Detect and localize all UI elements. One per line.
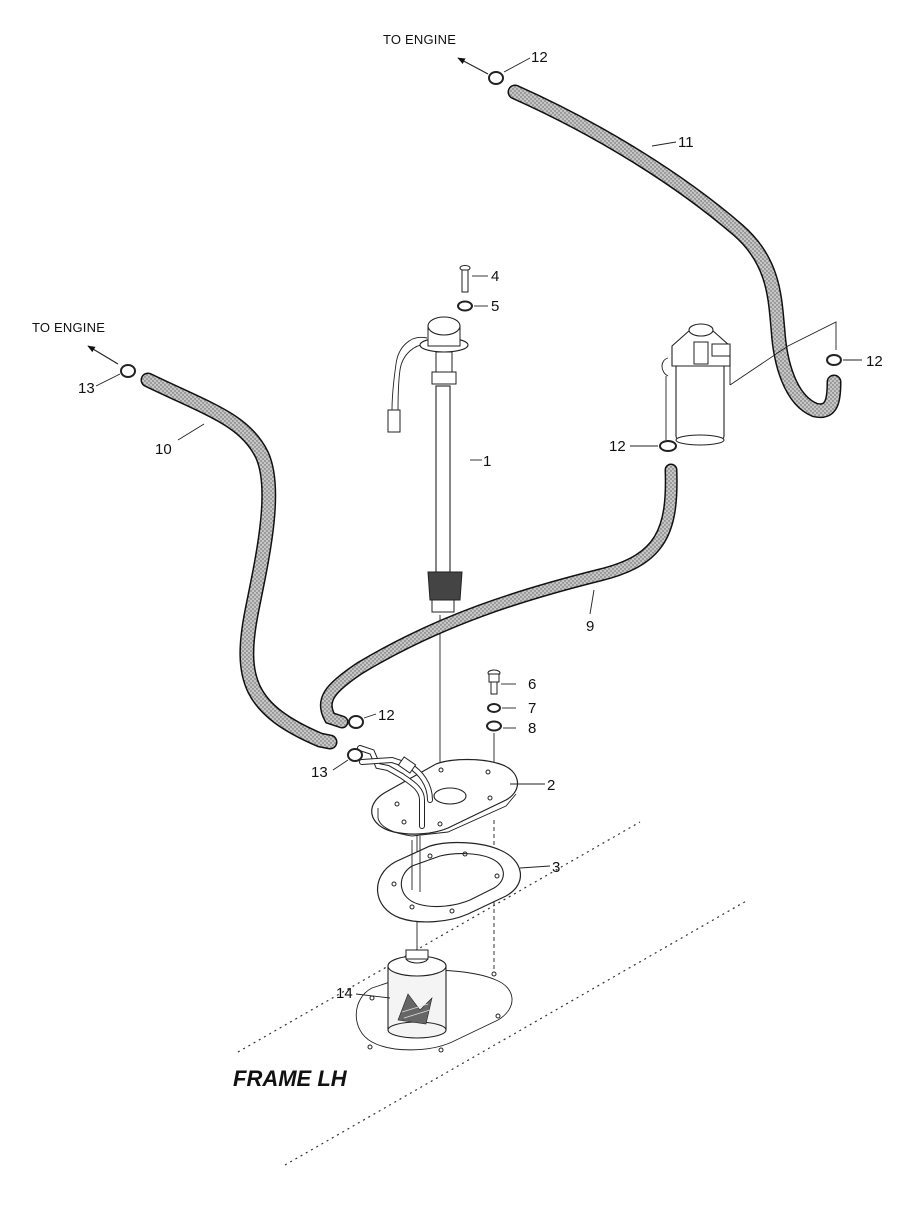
- callout-7: 7: [528, 700, 536, 717]
- fuel-strainer-part-14: [387, 949, 447, 1039]
- callout-12-top: 12: [531, 49, 548, 66]
- callout-1: 1: [483, 453, 491, 470]
- flange-plate-part-2: [357, 745, 518, 837]
- to-engine-label-top: TO ENGINE: [383, 32, 456, 47]
- callout-5: 5: [491, 298, 499, 315]
- to-engine-arrow-top: [457, 57, 489, 75]
- callout-9: 9: [586, 618, 594, 635]
- callout-12-right: 12: [866, 353, 883, 370]
- callout-12-mid: 12: [609, 438, 626, 455]
- hose-part-9: [319, 463, 678, 729]
- washer-part-5: [457, 300, 473, 312]
- frame-rail-lines: [237, 821, 749, 1166]
- leader-lines: [95, 57, 862, 999]
- frame-title: FRAME LH: [233, 1066, 348, 1091]
- bolt-part-6: [487, 669, 501, 695]
- callout-12-low: 12: [378, 707, 395, 724]
- callout-8: 8: [528, 720, 536, 737]
- screw-part-4: [459, 265, 471, 293]
- to-engine-label-left: TO ENGINE: [32, 320, 105, 335]
- hose-part-10: [140, 372, 338, 750]
- callout-10: 10: [155, 441, 172, 458]
- callout-4: 4: [491, 268, 499, 285]
- callout-2: 2: [547, 777, 555, 794]
- callout-13-left: 13: [78, 380, 95, 397]
- washer-part-8: [486, 720, 502, 732]
- callout-3: 3: [552, 859, 560, 876]
- callout-11: 11: [678, 134, 694, 151]
- frame-mount-plate: [355, 970, 513, 1053]
- washer-part-7: [487, 703, 501, 713]
- hose-part-11: [507, 84, 842, 419]
- clamp-part-12: [348, 71, 842, 729]
- gasket-part-3: [377, 836, 522, 923]
- clamp-part-13: [120, 364, 363, 762]
- callout-6: 6: [528, 676, 536, 693]
- callout-13-low: 13: [311, 764, 328, 781]
- to-engine-arrow-left: [87, 345, 119, 365]
- fuel-filter-assembly: [661, 321, 837, 446]
- fuel-sender-part-1: [387, 316, 469, 613]
- callout-14: 14: [336, 985, 353, 1002]
